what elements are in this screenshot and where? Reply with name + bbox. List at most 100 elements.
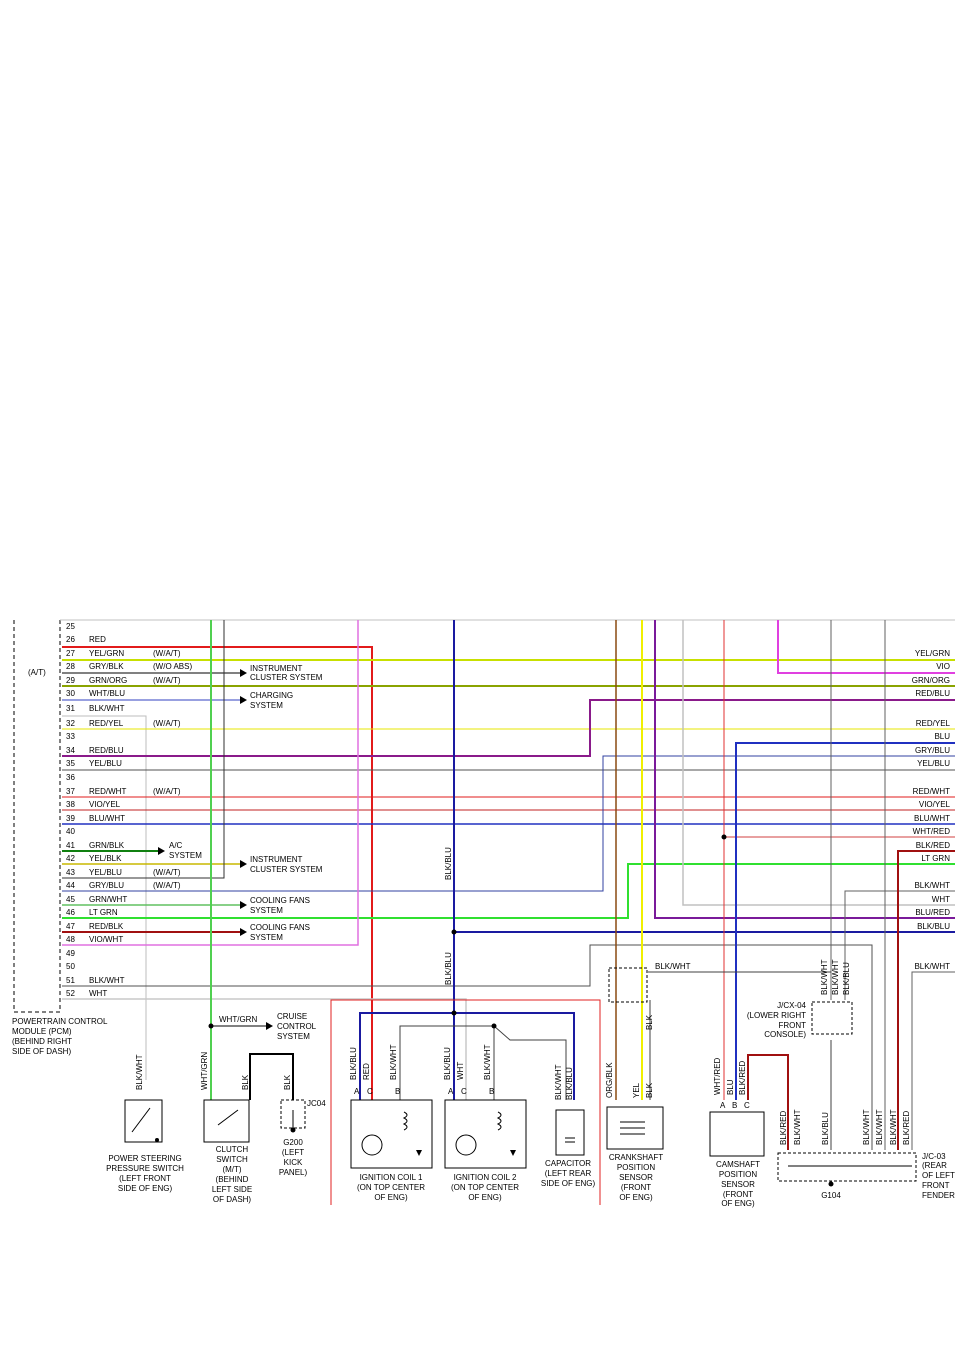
clutch-label: SWITCH	[216, 1155, 248, 1164]
jcx04-connector: BLK/WHT BLK/WHT BLK/BLU J/CX-04 (LOWER R…	[747, 959, 853, 1039]
crank-label: POSITION	[617, 1163, 655, 1172]
coil-2-box	[444, 1099, 527, 1169]
dest-cooling-fans-1: COOLING FANS SYSTEM	[240, 896, 310, 915]
pin-number: 43	[66, 868, 75, 877]
cam-label: (FRONT	[723, 1190, 753, 1199]
pin-wire-color: RED	[89, 635, 106, 644]
jcx04-wire-label: BLK/WHT	[820, 959, 829, 995]
g104-wire-label: BLK/RED	[902, 1111, 911, 1145]
wire-48-vio-wht	[62, 620, 359, 946]
dest-cruise: WHT/GRN CRUISE CONTROL SYSTEM	[208, 1012, 317, 1041]
coil-winding-icon	[402, 1111, 408, 1131]
wire-blk-wht-capacitor	[493, 1025, 567, 1100]
right-labels: YEL/GRN VIO GRN/ORG RED/BLU RED/YEL BLU …	[912, 649, 951, 971]
ps-switch-box	[124, 1099, 163, 1143]
wire-52-wht	[62, 998, 467, 1100]
pin-number: 42	[66, 854, 75, 863]
pin-wire-color: GRY/BLU	[89, 881, 124, 890]
arrow-right-icon	[240, 860, 247, 868]
pin-wire-color: BLU/WHT	[89, 814, 125, 823]
pin-number: 32	[66, 719, 75, 728]
arrow-right-icon	[240, 696, 247, 704]
g104-wire-label: BLK/WHT	[889, 1109, 898, 1145]
wire-blk-wht-right	[844, 890, 955, 1000]
crank-label: (FRONT	[621, 1183, 651, 1192]
crank-label: CRANKSHAFT	[609, 1153, 663, 1162]
crank-sensor-box	[606, 1106, 664, 1150]
dest-label: COOLING FANS	[250, 923, 310, 932]
dest-label: INSTRUMENT	[250, 664, 303, 673]
dest-label: CRUISE	[277, 1012, 307, 1021]
cam-wire-label: BLK/RED	[738, 1061, 747, 1095]
jc03-label: FRONT	[922, 1181, 950, 1190]
g200-label: (LEFT	[282, 1148, 304, 1157]
pin-note: (W/O ABS)	[153, 662, 192, 671]
wire-46-lt-grn	[62, 863, 955, 919]
dest-label: CLUSTER SYSTEM	[250, 865, 323, 874]
coil-winding-icon	[496, 1111, 502, 1131]
dest-label: CLUSTER SYSTEM	[250, 673, 323, 682]
cam-pin: C	[744, 1101, 750, 1110]
cruise-wire-label: WHT/GRN	[219, 1015, 257, 1024]
coil-core-icon	[455, 1134, 477, 1156]
pin-number: 25	[66, 622, 75, 631]
wire-blk-wht-coils	[399, 1025, 495, 1100]
wire-34-red-blu	[62, 699, 955, 757]
pin-number: 38	[66, 800, 75, 809]
pin-wire-color: GRN/WHT	[89, 895, 127, 904]
dest-cooling-fans-2: COOLING FANS SYSTEM	[240, 923, 310, 942]
ignition-section-border	[330, 999, 601, 1205]
pcm-title-line: (BEHIND RIGHT	[12, 1037, 72, 1046]
pin-number: 28	[66, 662, 75, 671]
cam-label: OF ENG)	[721, 1199, 755, 1208]
pin-wire-color: RED/BLK	[89, 922, 124, 931]
pin-number: 48	[66, 935, 75, 944]
arrow-right-icon	[158, 847, 165, 855]
jc03-label: FENDER	[922, 1191, 955, 1200]
dest-label: CONTROL	[277, 1022, 317, 1031]
pin-note: (W/A/T)	[153, 676, 181, 685]
pcm-title: POWERTRAIN CONTROL MODULE (PCM) (BEHIND …	[12, 1017, 108, 1056]
wire-wht-right	[682, 620, 955, 906]
coil-core-icon	[361, 1134, 383, 1156]
right-wire-label: BLU/RED	[915, 908, 950, 917]
pin-note: (W/A/T)	[153, 881, 181, 890]
pin-number: 51	[66, 976, 75, 985]
pin-number: 31	[66, 704, 75, 713]
crank-wire-label: BLK	[645, 1014, 654, 1030]
pin-number: 27	[66, 649, 75, 658]
coil-wire-label: RED	[362, 1063, 371, 1080]
arrow-right-icon	[240, 928, 247, 936]
pin-row: 33	[66, 732, 75, 741]
dest-label: SYSTEM	[250, 701, 283, 710]
wire-blu-cam	[735, 742, 955, 1100]
crank-wire-label: YEL	[632, 1082, 641, 1098]
switch-contact-icon	[217, 1109, 239, 1126]
g104-wire-label: BLK/WHT	[862, 1109, 871, 1145]
coil-pin: B	[395, 1087, 400, 1096]
coil-label: OF ENG)	[468, 1193, 502, 1202]
coil-wire-label: BLK/WHT	[483, 1044, 492, 1080]
g104-wire-label: BLK/WHT	[875, 1109, 884, 1145]
wire-blk-wht-right-2	[911, 971, 955, 1150]
right-wire-label: VIO/YEL	[919, 800, 951, 809]
pin-number: 30	[66, 689, 75, 698]
right-wire-label: LT GRN	[921, 854, 950, 863]
clutch-wire-label: BLK	[241, 1074, 250, 1090]
pin-row: 40	[66, 827, 75, 836]
dest-charging: CHARGING SYSTEM	[240, 691, 293, 710]
capacitor-label: SIDE OF ENG)	[541, 1179, 596, 1188]
right-wire-label: RED/YEL	[916, 719, 951, 728]
pin-wire-color: GRN/ORG	[89, 676, 127, 685]
g200-label: G200	[283, 1138, 303, 1147]
pcm-title-line: POWERTRAIN CONTROL	[12, 1017, 108, 1026]
